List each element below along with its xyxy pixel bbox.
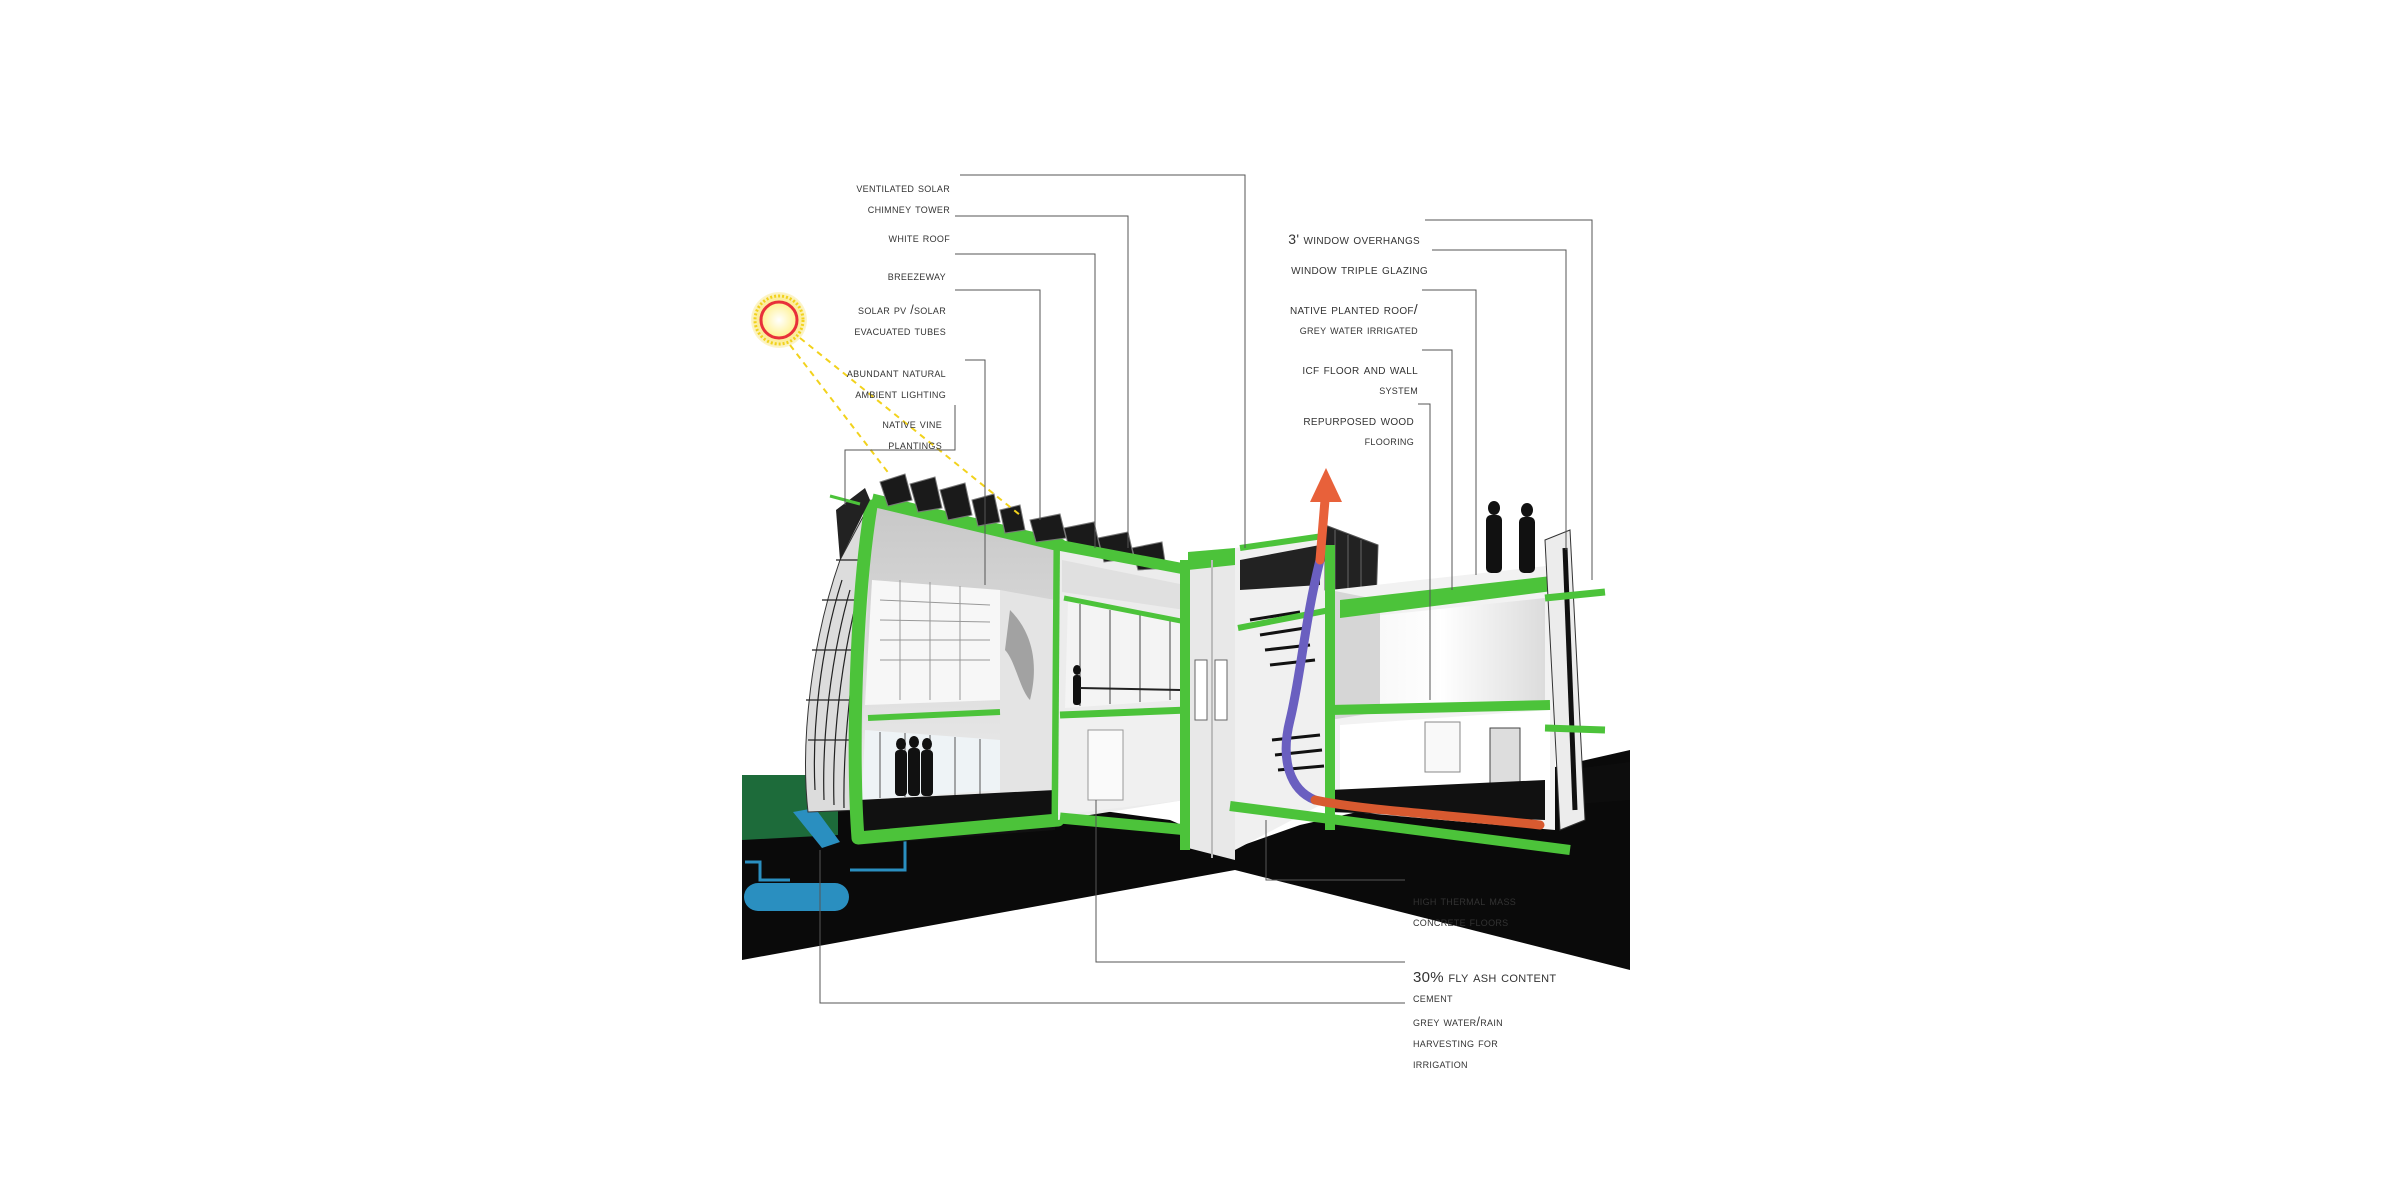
label-white-roof: White Roof <box>888 231 950 245</box>
label-repurposed: Repurposed WoodFlooring <box>1303 412 1414 448</box>
label-natural-light: Abundant NaturalAmbient Lighting <box>846 366 946 401</box>
label-overhangs: 3' Window Overhangs <box>1288 231 1420 247</box>
label-thermal-mass: High Thermal MassConcrete Floors <box>1413 894 1517 929</box>
label-fly-ash: 30% Fly Ash ContentCement <box>1413 969 1557 1005</box>
label-solar-pv: Solar PV /SolarEvacuated Tubes <box>854 303 946 338</box>
label-grey-water: Grey Water/RainHarvesting forIrrigation <box>1413 1015 1503 1071</box>
leader-overhangs <box>1425 219 1593 580</box>
leader-glazing <box>1432 249 1567 550</box>
label-glazing: Window Triple Glazing <box>1291 261 1428 277</box>
left-volume <box>805 473 1067 845</box>
leader-icf <box>1422 349 1453 590</box>
up-arrowhead-icon <box>1310 468 1342 502</box>
solar-chimney-tower <box>1180 548 1235 860</box>
leader-chimney <box>960 174 1246 548</box>
sun-icon <box>751 292 1021 516</box>
label-planted-roof: Native Planted Roof/Grey Water Irrigated <box>1289 301 1418 337</box>
leader-repurposed <box>1418 403 1431 700</box>
label-breezeway: Breezeway <box>887 269 946 283</box>
leader-solar-pv <box>955 289 1041 520</box>
rainwater-cistern <box>744 808 907 911</box>
leader-thermal-mass <box>1265 820 1405 881</box>
leader-breezeway <box>955 253 1096 548</box>
label-icf: ICF Floor and WallSystem <box>1302 361 1418 397</box>
leader-planted-roof <box>1422 289 1477 575</box>
airflow-path <box>1281 468 1545 830</box>
leader-grey-water <box>819 850 1405 1004</box>
leader-vine <box>844 405 956 505</box>
leader-white-roof <box>955 215 1129 548</box>
leader-natural-light <box>965 359 986 585</box>
leader-lines <box>819 174 1593 1004</box>
leader-fly-ash <box>1095 800 1405 963</box>
label-vine: Native VinePlantings <box>882 417 942 452</box>
label-chimney: Ventilated SolarChimney Tower <box>856 181 950 216</box>
